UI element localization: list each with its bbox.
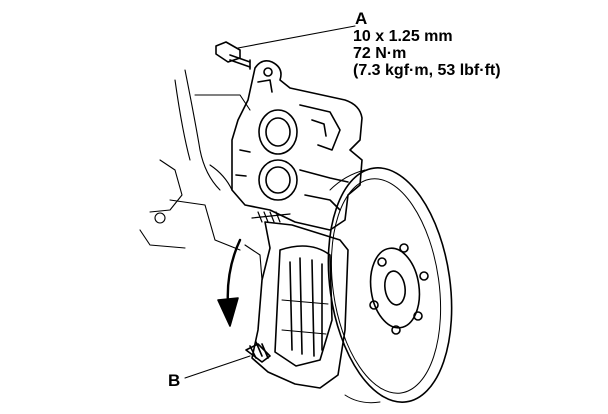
callout-b-label: B [168,371,181,390]
torque-spec: 10 x 1.25 mm 72 N·m (7.3 kgf·m, 53 lbf·f… [353,28,501,79]
brake-disc [327,167,453,404]
rotation-arrow [217,238,242,327]
suspension-background [139,69,263,281]
leader-line-a [237,25,356,49]
torque-imperial-text: (7.3 kgf·m, 53 lbf·ft) [353,62,501,79]
callout-a-label: A [355,9,368,28]
slide-pin-b [245,341,271,363]
torque-nm-text: 72 N·m [353,45,407,62]
caliper-bolt [215,41,251,70]
brake-caliper [231,60,363,231]
leader-line-b [184,355,251,379]
caliper-slide-pin [251,211,291,223]
wheel-hub [369,243,429,335]
brake-pad-bracket [251,221,349,389]
bolt-size-text: 10 x 1.25 mm [353,28,453,45]
